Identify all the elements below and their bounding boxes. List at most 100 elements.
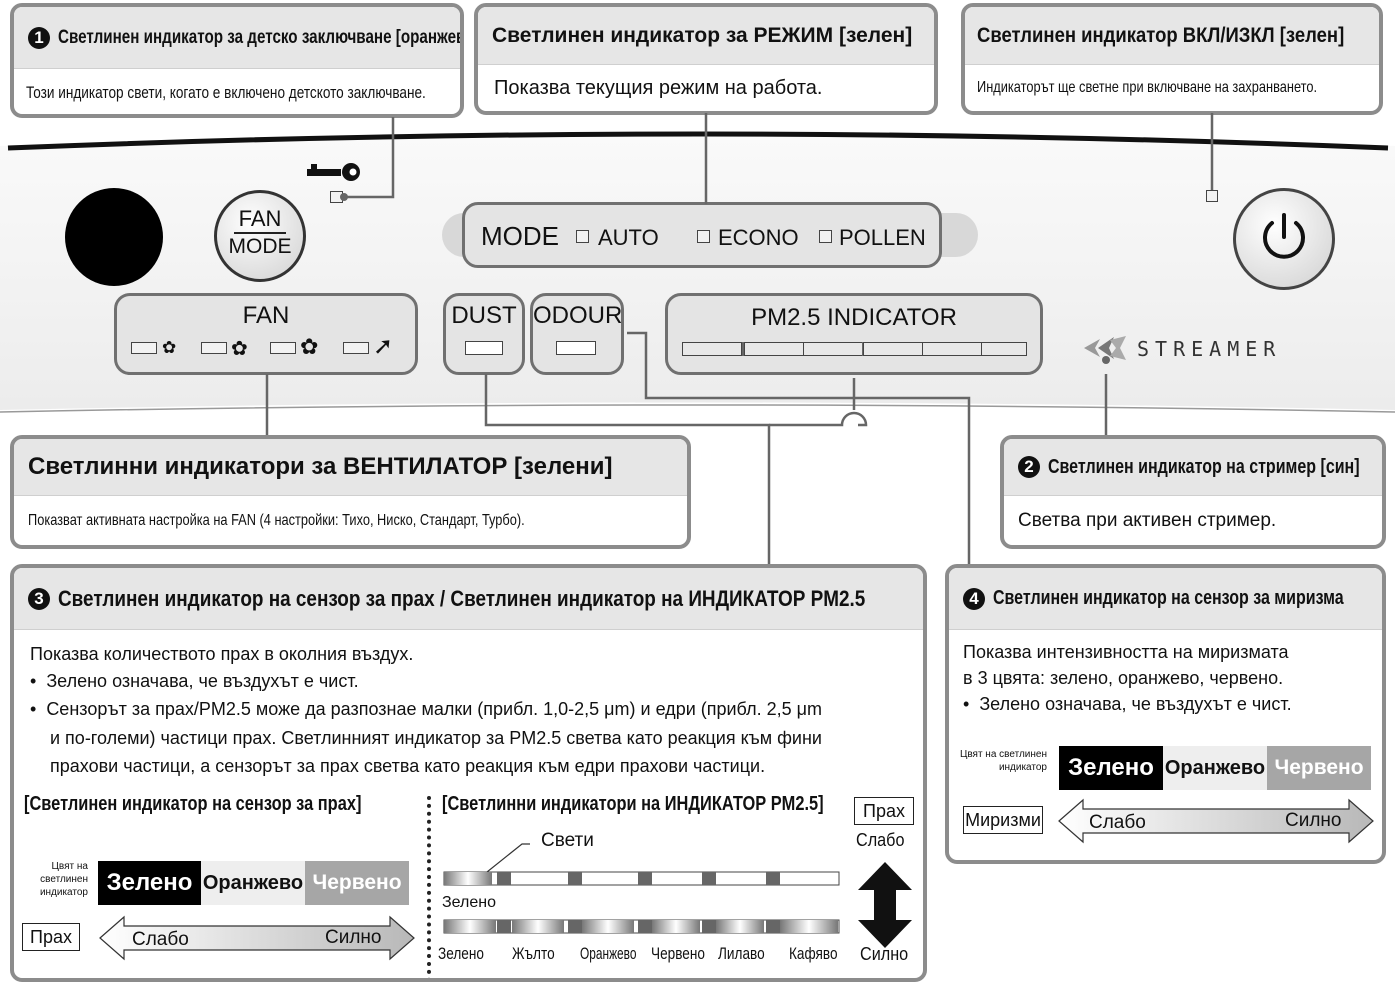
callout-number: 2 bbox=[1018, 456, 1040, 478]
pm25-strong-text: Силно bbox=[860, 944, 909, 964]
fan-led-quiet bbox=[131, 342, 157, 354]
pm25-pointer-line bbox=[481, 843, 530, 877]
power-icon bbox=[1263, 213, 1305, 259]
odour-swatch-orange: Оранжево bbox=[1163, 746, 1267, 790]
fan-standard-icon: ✿ bbox=[300, 334, 319, 359]
odour-header: 4 Светлинен индикатор на сензор за мириз… bbox=[949, 568, 1382, 630]
dust-led bbox=[465, 341, 503, 355]
dust-bullet-2-line1: Сензорът за прах/PM2.5 може да разпознае… bbox=[46, 699, 822, 719]
dust-swatch-green: Зелено bbox=[98, 861, 201, 905]
streamer-text: Светва при активен стример. bbox=[1018, 510, 1277, 531]
dust-bullet-2-line2: и по-големи) частици прах. Светлинният и… bbox=[50, 728, 822, 748]
power-body: Индикаторът ще светне при включване на з… bbox=[965, 65, 1379, 111]
streamer-header: 2 Светлинен индикатор на стример [син] bbox=[1004, 439, 1382, 496]
odour-panel-label: ODOUR bbox=[533, 302, 623, 329]
mode-auto: AUTO bbox=[598, 225, 659, 250]
fan-body: Показват активната настройка на FAN (4 н… bbox=[14, 496, 687, 545]
pm25-led-1 bbox=[682, 342, 742, 356]
pm25-weak-text: Слабо bbox=[856, 830, 905, 850]
dust-right-subtitle: [Светлинни индикатори на ИНДИКАТОР PM2.5… bbox=[442, 793, 907, 816]
odour-swatch-green: Зелено bbox=[1059, 746, 1163, 790]
dust-callout: 3 Светлинен индикатор на сензор за прах … bbox=[10, 564, 927, 982]
streamer-callout: 2 Светлинен индикатор на стример [син] С… bbox=[1000, 435, 1386, 549]
pm25-color-yellow: Жълто bbox=[512, 944, 565, 964]
child-lock-callout: 1 Светлинен индикатор за детско заключва… bbox=[10, 3, 464, 118]
dust-panel-label: DUST bbox=[451, 302, 517, 329]
fan-mode-top-label: FAN bbox=[238, 206, 282, 231]
fan-header: Светлинни индикатори за ВЕНТИЛАТОР [зеле… bbox=[14, 439, 687, 496]
pm25-color-green: Зелено bbox=[438, 944, 495, 964]
power-callout: Светлинен индикатор ВКЛ/ИЗКЛ [зелен] Инд… bbox=[961, 3, 1383, 115]
callout-number: 3 bbox=[28, 587, 50, 610]
fan-quiet-icon: ✿ bbox=[162, 338, 177, 357]
odour-title: Светлинен индикатор на сензор за миризма bbox=[993, 587, 1344, 609]
dust-swatch-red: Червено bbox=[305, 861, 409, 905]
odour-swatch-red: Червено bbox=[1267, 746, 1371, 790]
pm25-indicator-box: PM2.5 INDICATOR bbox=[665, 293, 1043, 375]
odour-text-1: Показва интензивността на миризмата bbox=[963, 642, 1289, 662]
child-lock-body: Този индикатор свети, когато е включено … bbox=[14, 69, 460, 114]
fan-mode-button[interactable]: FAN MODE bbox=[214, 190, 306, 282]
pm25-color-red: Червено bbox=[651, 944, 718, 964]
pm25-led-strips bbox=[443, 871, 840, 934]
pm25-led-6 bbox=[981, 342, 1027, 356]
mode-title: Светлинен индикатор за РЕЖИМ [зелен] bbox=[492, 23, 913, 47]
fan-led-turbo bbox=[343, 342, 369, 354]
pm25-color-orange: Оранжево bbox=[580, 944, 661, 964]
pm25-lights-label: Свети bbox=[541, 830, 594, 851]
pm25-color-red-text: Червено bbox=[651, 944, 705, 963]
power-led bbox=[1206, 190, 1218, 202]
dust-label-box: Прах bbox=[22, 923, 80, 951]
child-lock-header: 1 Светлинен индикатор за детско заключва… bbox=[14, 7, 460, 69]
econo-led bbox=[697, 230, 710, 243]
fan-led-standard bbox=[270, 342, 296, 354]
dust-header: 3 Светлинен индикатор на сензор за прах … bbox=[14, 568, 923, 630]
pollen-led bbox=[819, 230, 832, 243]
dust-bullet-1-text: Зелено означава, че въздухът е чист. bbox=[46, 671, 359, 691]
fan-indicator-box: FAN ✿ ✿ ✿ ➚ bbox=[114, 293, 418, 375]
pm25-color-brown-text: Кафяво bbox=[789, 944, 838, 963]
power-button[interactable] bbox=[1233, 188, 1335, 290]
power-text: Индикаторът ще светне при включване на з… bbox=[977, 79, 1318, 96]
key-icon bbox=[307, 163, 360, 181]
streamer-label: STREAMER bbox=[1137, 337, 1282, 361]
dust-right-subtitle-text: [Светлинни индикатори на ИНДИКАТОР PM2.5… bbox=[442, 793, 824, 815]
dust-left-subtitle: [Светлинен индикатор на сензор за прах] bbox=[24, 793, 435, 816]
fan-led-low bbox=[201, 342, 227, 354]
fan-panel-label: FAN bbox=[242, 302, 290, 329]
odour-callout: 4 Светлинен индикатор на сензор за мириз… bbox=[945, 564, 1386, 864]
pm25-color-purple: Лилаво bbox=[718, 944, 776, 964]
power-header: Светлинен индикатор ВКЛ/ИЗКЛ [зелен] bbox=[965, 7, 1379, 65]
odour-indicator-box: ODOUR bbox=[530, 293, 624, 375]
dust-bullet-1: • Зелено означава, че въздухът е чист. bbox=[30, 671, 359, 691]
dust-title: Светлинен индикатор на сензор за прах / … bbox=[58, 585, 866, 611]
dust-swatch-orange: Оранжево bbox=[201, 861, 305, 905]
fan-mode-divider bbox=[234, 232, 286, 234]
dust-intro: Показва количеството прах в околния възд… bbox=[30, 644, 414, 664]
dust-weak-label: Слабо bbox=[132, 929, 189, 950]
fan-turbo-icon: ➚ bbox=[373, 333, 394, 360]
dust-strong-label: Силно bbox=[325, 927, 382, 948]
pm25-panel-label: PM2.5 INDICATOR bbox=[751, 304, 957, 331]
mode-econo: ECONO bbox=[718, 225, 799, 250]
odour-double-arrow bbox=[1058, 798, 1374, 844]
mode-label: MODE bbox=[481, 221, 559, 251]
callout-number: 1 bbox=[28, 26, 50, 49]
odour-led bbox=[556, 341, 596, 355]
dust-bullet-2: • Сензорът за прах/PM2.5 може да разпозн… bbox=[30, 699, 822, 719]
fan-title: Светлинни индикатори за ВЕНТИЛАТОР [зеле… bbox=[28, 453, 613, 480]
dust-lamp-color-label: Цвят на светлинен индикатор bbox=[39, 861, 88, 898]
odour-strong-label: Силно bbox=[1285, 810, 1342, 831]
pm25-green-label: Зелено bbox=[442, 894, 496, 911]
auto-led bbox=[576, 230, 589, 243]
fan-callout: Светлинни индикатори за ВЕНТИЛАТОР [зеле… bbox=[10, 435, 691, 549]
mode-text: Показва текущия режим на работа. bbox=[494, 77, 823, 99]
mode-pollen: POLLEN bbox=[839, 225, 926, 250]
mode-callout: Светлинен индикатор за РЕЖИМ [зелен] Пок… bbox=[474, 3, 938, 115]
streamer-title: Светлинен индикатор на стример [син] bbox=[1048, 455, 1360, 478]
odour-text-2: в 3 цвята: зелено, оранжево, червено. bbox=[963, 668, 1284, 688]
power-title: Светлинен индикатор ВКЛ/ИЗКЛ [зелен] bbox=[977, 23, 1345, 47]
pm25-color-brown: Кафяво bbox=[789, 944, 850, 964]
dust-double-arrow bbox=[99, 915, 415, 961]
